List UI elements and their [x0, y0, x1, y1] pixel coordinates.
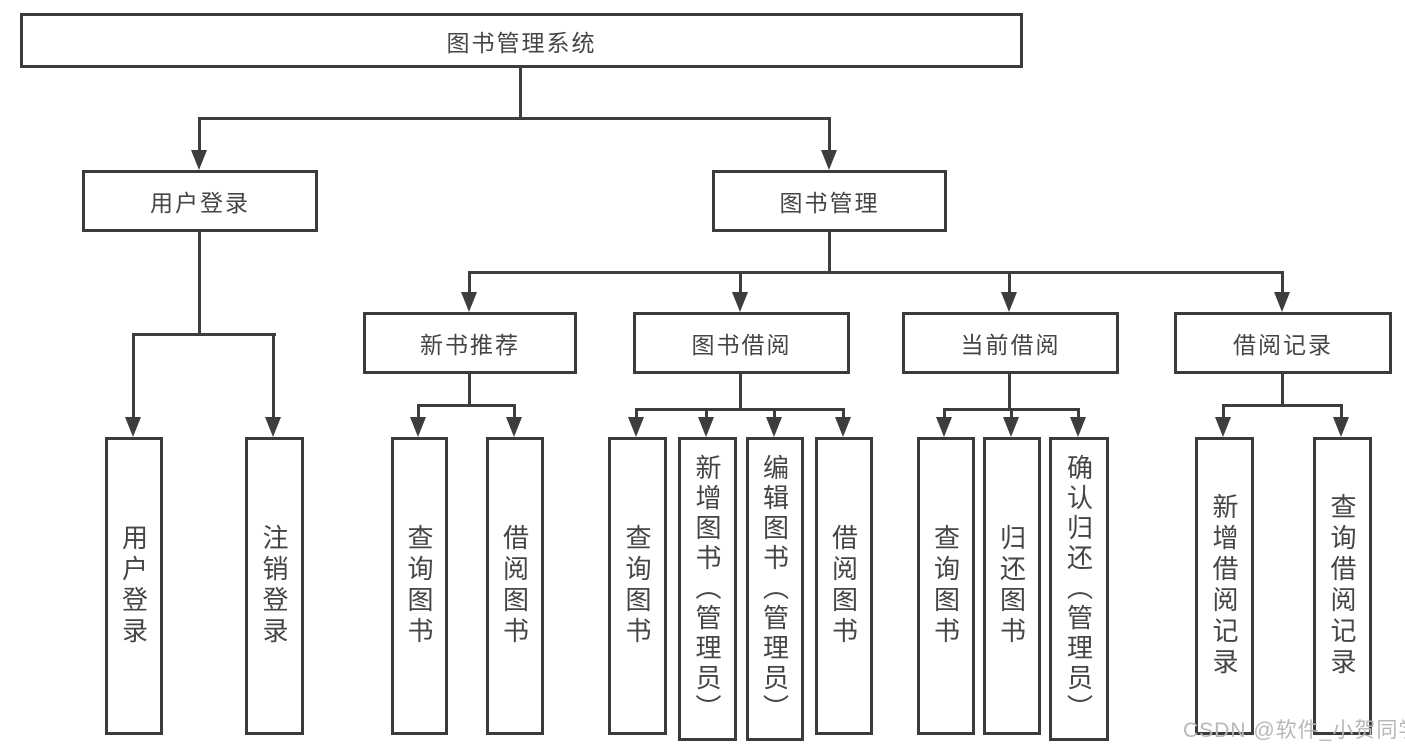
connector-line — [828, 232, 831, 274]
connector-line — [198, 232, 201, 336]
node-new-book-recommend: 新书推荐 — [363, 312, 577, 374]
connector-line — [468, 271, 1284, 274]
arrowhead-icon — [410, 417, 426, 437]
connector-line — [1008, 374, 1011, 411]
leaf-logout-label: 注销登录 — [259, 524, 289, 648]
leaf-user-login: 用户登录 — [105, 437, 163, 735]
leaf-borrow-books-newrec-label: 借阅图书 — [499, 524, 530, 648]
arrowhead-icon — [1333, 417, 1349, 437]
arrowhead-icon — [506, 417, 522, 437]
node-borrowing-records: 借阅记录 — [1174, 312, 1392, 374]
leaf-return-book: 归还图书 — [983, 437, 1041, 735]
node-book-management-label: 图书管理 — [779, 190, 880, 216]
arrowhead-icon — [1070, 417, 1086, 437]
leaf-query-books-newrec: 查询图书 — [391, 437, 448, 735]
leaf-query-books-current: 查询图书 — [917, 437, 975, 735]
leaf-logout: 注销登录 — [245, 437, 304, 735]
connector-line — [468, 374, 471, 407]
connector-line — [1222, 404, 1225, 418]
leaf-query-books-newrec-label: 查询图书 — [404, 524, 434, 648]
connector-line — [1281, 374, 1284, 407]
leaf-add-borrow-record-label: 新增借阅记录 — [1209, 493, 1239, 679]
arrowhead-icon — [732, 292, 748, 312]
connector-line — [773, 408, 776, 418]
arrowhead-icon — [766, 417, 782, 437]
node-root: 图书管理系统 — [20, 13, 1023, 68]
connector-line — [739, 374, 742, 411]
leaf-add-book-admin: 新增图书（管理员） — [678, 437, 737, 741]
leaf-query-books-borrow: 查询图书 — [608, 437, 667, 735]
connector-line — [1077, 408, 1080, 418]
node-root-label: 图书管理系统 — [446, 29, 597, 56]
arrowhead-icon — [936, 417, 952, 437]
arrowhead-icon — [125, 417, 141, 437]
node-book-management: 图书管理 — [712, 170, 947, 232]
connector-line — [1281, 271, 1284, 293]
connector-line — [842, 408, 845, 418]
leaf-query-borrow-record-label: 查询借阅记录 — [1327, 493, 1357, 679]
connector-line — [1010, 408, 1013, 418]
connector-line — [519, 68, 522, 118]
node-user-login: 用户登录 — [82, 170, 318, 232]
connector-line — [943, 408, 946, 418]
connector-line — [739, 271, 742, 293]
connector-line — [635, 408, 845, 411]
leaf-add-borrow-record: 新增借阅记录 — [1195, 437, 1254, 735]
arrowhead-icon — [835, 417, 851, 437]
arrowhead-icon — [1274, 292, 1290, 312]
arrowhead-icon — [1001, 292, 1017, 312]
leaf-return-book-label: 归还图书 — [996, 524, 1027, 648]
connector-line — [198, 117, 201, 151]
arrowhead-icon — [265, 417, 281, 437]
node-current-borrowing-label: 当前借阅 — [960, 332, 1061, 358]
leaf-query-books-current-label: 查询图书 — [930, 524, 961, 648]
leaf-confirm-return-admin: 确认归还（管理员） — [1049, 437, 1109, 741]
arrowhead-icon — [1003, 417, 1019, 437]
node-book-borrowing-label: 图书借阅 — [691, 332, 792, 358]
arrowhead-icon — [461, 292, 477, 312]
arrowhead-icon — [698, 417, 714, 437]
leaf-borrow-books-borrow: 借阅图书 — [815, 437, 873, 735]
connector-line — [705, 408, 708, 418]
connector-line — [635, 408, 638, 418]
leaf-edit-book-admin-label: 编辑图书（管理员） — [759, 454, 790, 724]
node-user-login-label: 用户登录 — [150, 190, 250, 216]
leaf-borrow-books-newrec: 借阅图书 — [486, 437, 544, 735]
connector-line — [1340, 404, 1343, 418]
node-new-book-recommend-label: 新书推荐 — [420, 332, 520, 358]
connector-line — [272, 333, 275, 418]
leaf-query-borrow-record: 查询借阅记录 — [1313, 437, 1372, 735]
connector-line — [132, 333, 135, 418]
arrowhead-icon — [191, 150, 207, 170]
node-book-borrowing: 图书借阅 — [633, 312, 850, 374]
connector-line — [1222, 404, 1343, 407]
connector-line — [417, 404, 516, 407]
node-current-borrowing: 当前借阅 — [902, 312, 1119, 374]
node-borrowing-records-label: 借阅记录 — [1233, 332, 1333, 358]
csdn-watermark: CSDN @软件_小贺同学 — [1183, 719, 1405, 742]
leaf-query-books-borrow-label: 查询图书 — [622, 524, 652, 648]
connector-line — [132, 333, 276, 336]
connector-line — [828, 117, 831, 151]
leaf-edit-book-admin: 编辑图书（管理员） — [746, 437, 804, 741]
connector-line — [417, 404, 420, 418]
leaf-add-book-admin-label: 新增图书（管理员） — [692, 454, 722, 724]
connector-line — [198, 117, 831, 120]
arrowhead-icon — [1215, 417, 1231, 437]
leaf-user-login-label: 用户登录 — [118, 524, 149, 648]
arrowhead-icon — [821, 150, 837, 170]
leaf-confirm-return-admin-label: 确认归还（管理员） — [1063, 454, 1094, 724]
connector-line — [1008, 271, 1011, 293]
arrowhead-icon — [628, 417, 644, 437]
connector-line — [513, 404, 516, 418]
connector-line — [468, 271, 471, 293]
leaf-borrow-books-borrow-label: 借阅图书 — [828, 524, 859, 648]
